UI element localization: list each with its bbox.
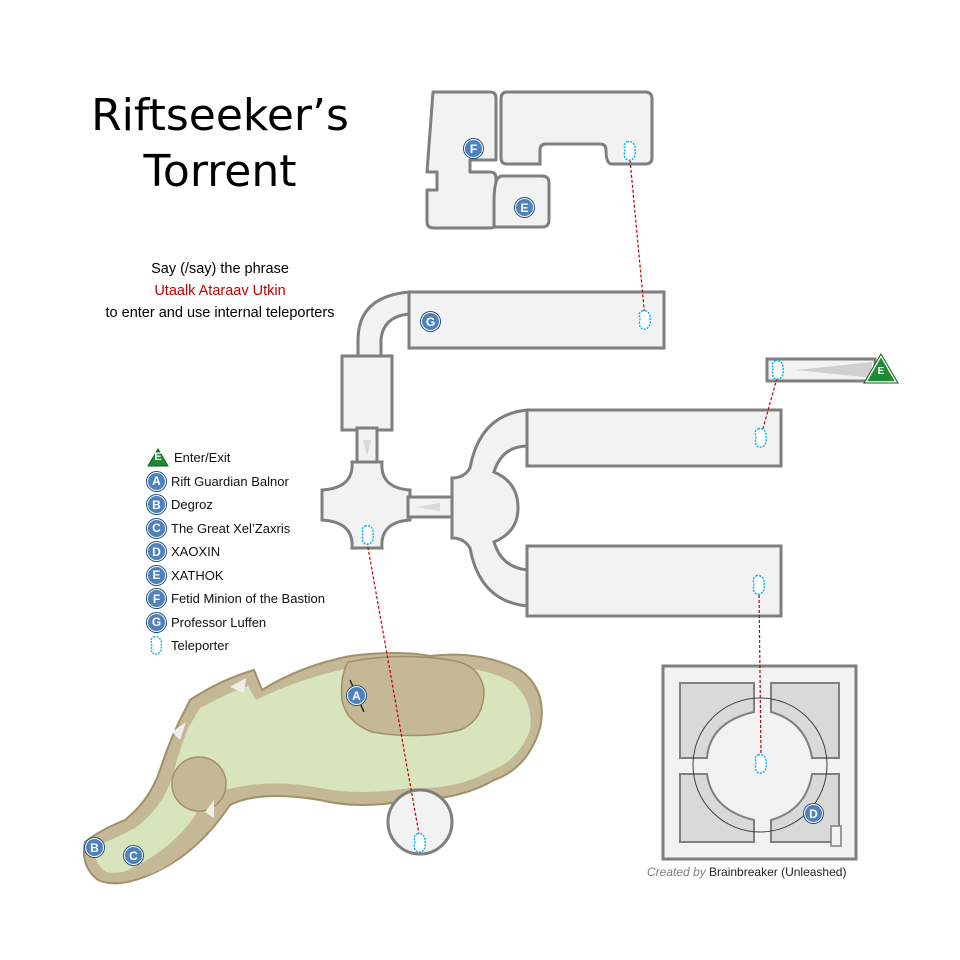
room-top <box>425 90 654 230</box>
legend-item-b: B Degroz <box>147 493 325 517</box>
legend-item-c: C The Great Xel’Zaxris <box>147 517 325 541</box>
marker-f[interactable]: F <box>464 139 483 158</box>
legend-item-g: G Professor Luffen <box>147 611 325 635</box>
credit-author: Brainbreaker (Unleashed) <box>709 865 847 879</box>
teleporter-icon[interactable] <box>752 574 765 595</box>
legend-key: E <box>154 451 162 464</box>
teleporter-links <box>366 159 778 835</box>
legend-key: E <box>147 565 166 585</box>
instructions-phrase: Utaalk Ataraav Utkin <box>154 283 286 299</box>
teleporter-icon[interactable] <box>623 140 636 161</box>
legend-key: B <box>147 495 166 515</box>
instructions: Say (/say) the phrase Utaalk Ataraav Utk… <box>70 258 370 324</box>
legend-item-a: A Rift Guardian Balnor <box>147 470 325 494</box>
teleporter-icon <box>150 636 163 656</box>
legend: E Enter/Exit A Rift Guardian Balnor B De… <box>147 446 325 658</box>
legend-label: Degroz <box>171 497 213 513</box>
legend-label: The Great Xel’Zaxris <box>171 520 291 536</box>
room-g-corridor <box>320 290 666 550</box>
legend-item-e: E XATHOK <box>147 564 325 588</box>
cave-area <box>82 652 543 885</box>
marker-a[interactable]: A <box>347 686 366 705</box>
legend-key: A <box>147 471 166 491</box>
room-right-wing <box>450 408 783 618</box>
teleporter-icon[interactable] <box>754 427 767 448</box>
legend-key: G <box>147 612 166 632</box>
legend-label: Enter/Exit <box>174 450 231 466</box>
enter-exit-icon: E <box>147 448 169 467</box>
teleporter-icon[interactable] <box>413 832 426 853</box>
marker-b[interactable]: B <box>85 838 104 857</box>
legend-label: XAOXIN <box>171 544 221 560</box>
legend-label: Teleporter <box>171 638 229 654</box>
legend-label: Professor Luffen <box>171 614 267 630</box>
legend-label: Rift Guardian Balnor <box>171 473 289 489</box>
teleporter-icon[interactable] <box>771 359 784 380</box>
instructions-line-3: to enter and use internal teleporters <box>105 305 335 321</box>
teleporter-icon[interactable] <box>361 524 374 545</box>
exit-corridor <box>765 357 877 383</box>
legend-item-teleporter: Teleporter <box>147 634 325 658</box>
legend-key: D <box>147 542 166 562</box>
legend-item-d: D XAOXIN <box>147 540 325 564</box>
marker-enter-exit: E <box>877 366 885 377</box>
teleporter-icon[interactable] <box>638 309 651 330</box>
legend-label: XATHOK <box>171 567 224 583</box>
credit-prefix: Created by <box>647 865 706 879</box>
marker-c[interactable]: C <box>124 846 143 865</box>
legend-key: C <box>147 518 166 538</box>
legend-item-f: F Fetid Minion of the Bastion <box>147 587 325 611</box>
instructions-line-1: Say (/say) the phrase <box>151 261 289 277</box>
marker-d[interactable]: D <box>804 804 823 823</box>
legend-key: F <box>147 589 166 609</box>
marker-g[interactable]: G <box>421 312 440 331</box>
title-line-1: Riftseeker’s <box>91 90 349 141</box>
legend-item-enter-exit: E Enter/Exit <box>147 446 325 470</box>
credit: Created by Brainbreaker (Unleashed) <box>647 865 846 879</box>
enter-exit-icon[interactable] <box>863 353 899 384</box>
teleporter-icon[interactable] <box>754 753 767 774</box>
legend-label: Fetid Minion of the Bastion <box>171 591 325 607</box>
title-line-2: Torrent <box>143 146 297 197</box>
marker-e[interactable]: E <box>515 198 534 217</box>
page-title: Riftseeker’s Torrent <box>90 88 350 200</box>
